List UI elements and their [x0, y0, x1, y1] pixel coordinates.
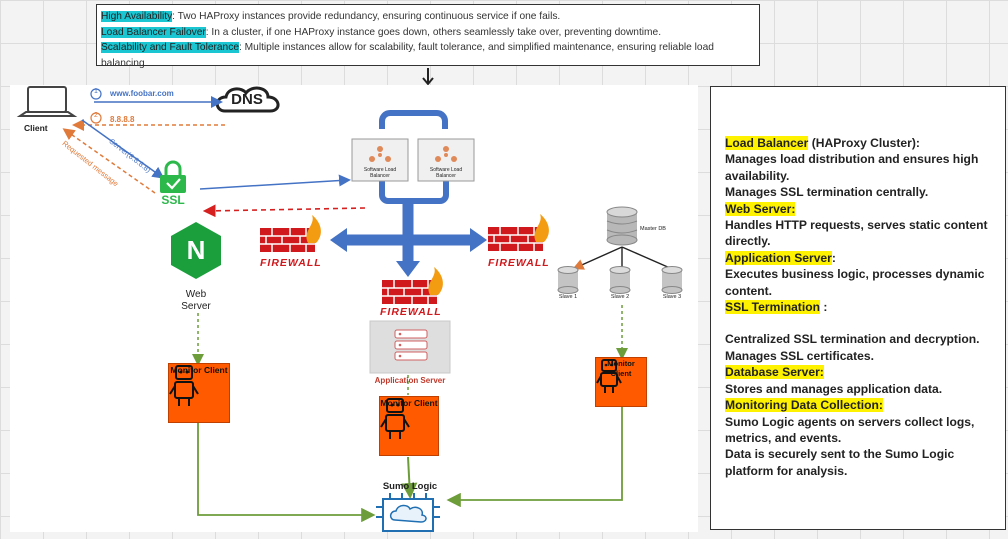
- log-flow-web: [197, 423, 376, 523]
- response-arrow: [62, 128, 156, 194]
- info-text: Executes business logic, processes dynam…: [725, 267, 985, 298]
- info-heading-highlight: Load Balancer: [725, 136, 809, 150]
- slave-db-icon: [557, 266, 683, 294]
- dns-label: DNS: [231, 91, 263, 108]
- server-rack-icon: [394, 329, 428, 361]
- info-heading-highlight: SSL Termination: [725, 300, 820, 315]
- info-heading-highlight: Web Server:: [725, 201, 796, 216]
- master-db-label: Master DB: [640, 226, 666, 232]
- monitor-client-app: Monitor Client: [379, 396, 439, 456]
- nginx-icon: [171, 222, 221, 279]
- info-heading: SSL Termination :: [725, 299, 997, 315]
- sumo-logic-label: Sumo Logic: [382, 481, 438, 492]
- info-heading: Load Balancer (HAProxy Cluster):: [725, 135, 997, 151]
- log-flow-db: [446, 403, 623, 508]
- robot-icon: [380, 398, 410, 439]
- network-icon: [369, 146, 457, 162]
- monitor-client-web: Monitor Client: [168, 363, 230, 423]
- note-key: High Availability: [101, 11, 173, 22]
- info-text: Manages SSL certificates.: [725, 348, 874, 363]
- lb-to-ssl-arrow: [202, 204, 366, 218]
- info-text: Manages SSL termination centrally.: [725, 185, 929, 200]
- note-text: : Multiple instances allow for scalabili…: [101, 42, 714, 69]
- monitor-client-db: Monitor Client: [595, 357, 647, 407]
- lb-2-label: Software Load Balancer: [429, 167, 463, 179]
- slave-3-label: Slave 3: [662, 294, 682, 300]
- firewall-db-label: FIREWALL: [488, 257, 550, 269]
- info-heading-suffix: :: [819, 300, 828, 315]
- step-2-badge: [90, 112, 102, 124]
- load-balancer-1: [351, 138, 409, 182]
- firewall-db-icon: [488, 214, 549, 251]
- info-text: Stores and manages application data.: [725, 381, 943, 396]
- info-heading-suffix: (HAProxy Cluster):: [808, 136, 920, 150]
- slave-1-label: Slave 1: [558, 294, 578, 300]
- architecture-diagram: Client 1 www.foobar.com DNS 2 8.8.8.8 Se…: [10, 85, 698, 532]
- firewall-web-label: FIREWALL: [260, 257, 322, 269]
- step-1-label: 1: [94, 88, 98, 95]
- robot-icon: [169, 365, 199, 406]
- info-text: Data is securely sent to the Sumo Logic …: [725, 447, 955, 478]
- info-heading: Monitoring Data Collection:: [725, 397, 997, 413]
- ssl-label: SSL: [161, 193, 185, 207]
- component-info-panel: Load Balancer (HAProxy Cluster):Manages …: [710, 86, 1006, 530]
- diagram-canvas: [16, 86, 683, 532]
- info-heading-highlight: Database Server:: [725, 365, 824, 380]
- info-text: Handles HTTP requests, serves static con…: [725, 218, 988, 249]
- note-line: High Availability: Two HAProxy instances…: [101, 9, 755, 25]
- down-arrow-icon: [422, 68, 434, 86]
- monitor-client-label: Monitor Client: [170, 365, 228, 375]
- slave-2-label: Slave 2: [610, 294, 630, 300]
- master-db-icon: [606, 206, 638, 246]
- note-key: Scalability and Fault Tolerance: [101, 42, 239, 53]
- lb-1-label: Software Load Balancer: [363, 167, 397, 179]
- ssl-lock-icon: [160, 160, 186, 193]
- firewall-app-label: FIREWALL: [380, 306, 442, 318]
- web-server-label: Web Server: [181, 289, 211, 312]
- log-flow-app: [401, 456, 418, 499]
- step-2-label: 2: [94, 112, 98, 119]
- info-heading: Web Server:: [725, 201, 997, 217]
- note-text: : Two HAProxy instances provide redundan…: [172, 11, 561, 22]
- laptop-icon: [16, 86, 78, 117]
- request-arrow: [81, 119, 165, 179]
- note-key: Load Balancer Failover: [101, 26, 206, 38]
- note-line: Scalability and Fault Tolerance: Multipl…: [101, 40, 755, 71]
- firewall-app-icon: [382, 267, 443, 304]
- lb-cluster-loop: [379, 110, 448, 129]
- info-text: Manages load distribution and ensures hi…: [725, 152, 979, 183]
- monitor-client-label: Monitor Client: [380, 398, 438, 408]
- replication-line: [621, 246, 671, 269]
- arrow-right-db: [470, 228, 487, 252]
- robot-icon: [596, 359, 622, 393]
- domain-label: www.foobar.com: [110, 89, 174, 98]
- client-label: Client: [24, 123, 48, 133]
- lb-cluster-loop: [379, 180, 449, 204]
- ip-label: 8.8.8.8: [110, 115, 135, 124]
- monitor-client-label: Monitor Client: [607, 359, 635, 378]
- step-1-badge: [90, 88, 102, 100]
- arrow-down-app: [396, 261, 420, 277]
- ssl-to-lb-arrow: [199, 174, 351, 190]
- info-heading-suffix: :: [831, 250, 836, 265]
- info-text: Centralized SSL termination and decrypti…: [725, 332, 980, 347]
- notes-box: High Availability: Two HAProxy instances…: [96, 4, 760, 69]
- info-spacer: [725, 315, 997, 331]
- note-line: Load Balancer Failover: In a cluster, if…: [101, 25, 755, 41]
- info-heading: Application Server:: [725, 250, 997, 266]
- nginx-letter: N: [186, 235, 206, 265]
- info-text: Sumo Logic agents on servers collect log…: [725, 414, 975, 445]
- replication-line: [572, 246, 623, 270]
- app-server-label: Application Server: [374, 376, 446, 385]
- note-text: : In a cluster, if one HAProxy instance …: [205, 26, 662, 38]
- info-heading: Database Server:: [725, 364, 997, 380]
- info-heading-highlight: Monitoring Data Collection:: [725, 398, 883, 413]
- firewall-web-icon: [260, 215, 321, 252]
- sumo-logic-icon: [376, 493, 440, 532]
- arrow-left-web: [330, 228, 347, 252]
- info-heading-highlight: Application Server: [725, 250, 832, 265]
